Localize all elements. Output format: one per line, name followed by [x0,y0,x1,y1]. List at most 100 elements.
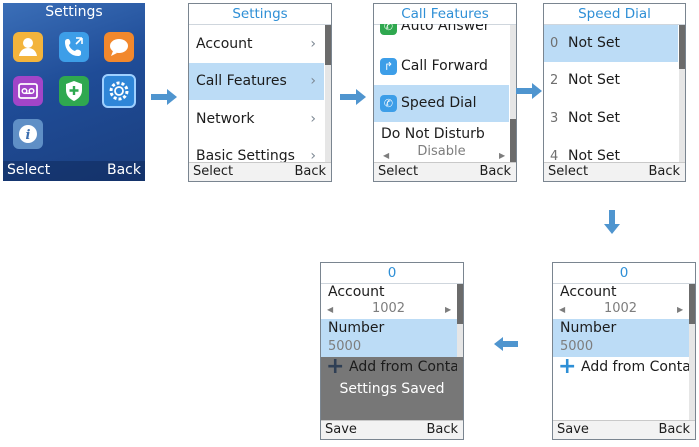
call-log-icon[interactable] [59,32,89,62]
account-label: Account [328,284,385,300]
softkey-left[interactable]: Select [193,164,234,179]
softkey-left[interactable]: Save [325,422,357,437]
add-from-contacts-button[interactable]: + Add from Contac [553,357,689,379]
chevron-right-icon: › [310,73,316,89]
arrow-right-icon [151,89,177,105]
screen-title: 0 [321,263,463,284]
plus-icon: + [326,357,345,379]
entry-number: 0 [550,36,559,51]
menu-item-label: Speed Dial [401,95,477,111]
arrow-left-icon[interactable]: ◀ [559,305,566,314]
softkey-bar: Select Back [189,162,331,181]
settings-screen: Settings Account › Call Features › Netwo… [188,3,332,182]
menu-item-call-forward[interactable]: ↱ Call Forward [374,48,509,85]
arrow-left-icon[interactable]: ◀ [383,151,390,160]
home-screen: Settings i Select Back [3,3,145,181]
arrow-down-icon [604,210,620,234]
entry-number: 2 [550,73,559,88]
arrow-right-icon[interactable]: ▶ [445,305,452,314]
menu-item-label: Basic Settings [196,148,295,163]
arrow-right-icon [516,83,542,99]
arrow-right-icon[interactable]: ▶ [499,151,506,160]
account-field[interactable]: Account ◀ 1002 ▶ [321,283,456,319]
softkey-left[interactable]: Select [548,164,589,179]
menu-item-speed-dial[interactable]: ✆ Speed Dial [374,85,509,122]
menu-item-do-not-disturb[interactable]: Do Not Disturb ◀ Disable ▶ [374,123,509,163]
contacts-icon[interactable] [13,32,43,62]
info-icon[interactable]: i [13,119,43,149]
messages-icon[interactable] [104,32,134,62]
scrollbar-thumb[interactable] [689,284,695,324]
softkey-right[interactable]: Back [479,164,511,179]
svg-text:i: i [26,128,31,143]
speed-dial-screen: Speed Dial 0 Not Set 2 Not Set 3 Not Set… [543,3,686,182]
softkey-right[interactable]: Back [107,162,141,178]
scrollbar[interactable] [510,25,516,163]
speed-dial-saved-screen: 0 Account ◀ 1002 ▶ Number 5000 + Add fro… [320,262,464,440]
screen-title: Settings [189,4,331,25]
settings-gear-icon[interactable] [102,74,136,108]
menu-item-account[interactable]: Account › [189,26,324,63]
menu-item-call-features[interactable]: Call Features › [189,63,324,100]
softkey-right[interactable]: Back [294,164,326,179]
menu-item-auto-answer[interactable]: ✆ Auto Answer [374,24,509,42]
speed-dial-entry[interactable]: 2 Not Set [544,62,678,99]
scrollbar-thumb[interactable] [679,25,685,69]
menu-item-label: Account [196,36,253,52]
softkey-right[interactable]: Back [648,164,680,179]
number-label: Number [560,320,617,336]
speed-dial-entry[interactable]: 4 Not Set [544,138,678,163]
arrow-left-icon [494,337,518,351]
menu-item-network[interactable]: Network › [189,101,324,138]
entry-number: 4 [550,149,559,163]
scrollbar[interactable] [325,25,331,163]
softkey-bar: Save Back [321,420,463,439]
scrollbar-thumb[interactable] [510,119,516,163]
arrow-right-icon [340,89,366,105]
auto-answer-icon: ✆ [380,24,397,35]
speed-dial-edit-screen: 0 Account ◀ 1002 ▶ Number 5000 + Add fro… [552,262,696,440]
softkey-left[interactable]: Save [557,422,589,437]
home-title: Settings [45,4,103,20]
entry-label: Not Set [568,72,620,88]
security-icon[interactable] [59,76,89,106]
softkey-left[interactable]: Select [7,162,51,178]
dnd-value: Disable [417,144,466,159]
speed-dial-icon: ✆ [380,95,397,112]
menu-item-label: Call Features [196,73,287,89]
softkey-bar: Save Back [553,420,695,439]
toast-message: Settings Saved [339,381,445,397]
saved-overlay: + Add from Contac Settings Saved [321,357,463,421]
number-field[interactable]: Number 5000 [321,319,457,357]
screen-title: 0 [553,263,695,284]
arrow-right-icon[interactable]: ▶ [677,305,684,314]
menu-item-basic-settings[interactable]: Basic Settings › [189,138,324,163]
scrollbar[interactable] [457,284,463,421]
chevron-right-icon: › [310,111,316,127]
scrollbar-thumb[interactable] [457,284,463,324]
arrow-left-icon[interactable]: ◀ [327,305,334,314]
voicemail-icon[interactable] [13,76,43,106]
softkey-right[interactable]: Back [426,422,458,437]
add-from-contacts-label: Add from Contac [581,359,689,375]
account-value: 1002 [603,301,638,316]
softkey-left[interactable]: Select [378,164,419,179]
speed-dial-entry[interactable]: 3 Not Set [544,100,678,137]
number-field[interactable]: Number 5000 [553,319,689,357]
menu-item-label: Network [196,111,255,127]
call-features-screen: Call Features ✆ Auto Answer ↱ Call Forwa… [373,3,517,182]
add-from-contacts-button: + Add from Contac [321,357,457,379]
account-label: Account [560,284,617,300]
scrollbar[interactable] [689,284,695,421]
call-forward-icon: ↱ [380,58,397,75]
speed-dial-entry[interactable]: 0 Not Set [544,25,678,62]
account-value: 1002 [371,301,406,316]
entry-label: Not Set [568,148,620,163]
menu-item-label: Auto Answer [401,24,490,34]
account-field[interactable]: Account ◀ 1002 ▶ [553,283,688,319]
screen-title: Call Features [374,4,516,25]
chevron-right-icon: › [310,148,316,163]
scrollbar-thumb[interactable] [325,25,331,65]
softkey-right[interactable]: Back [658,422,690,437]
scrollbar[interactable] [679,25,685,163]
